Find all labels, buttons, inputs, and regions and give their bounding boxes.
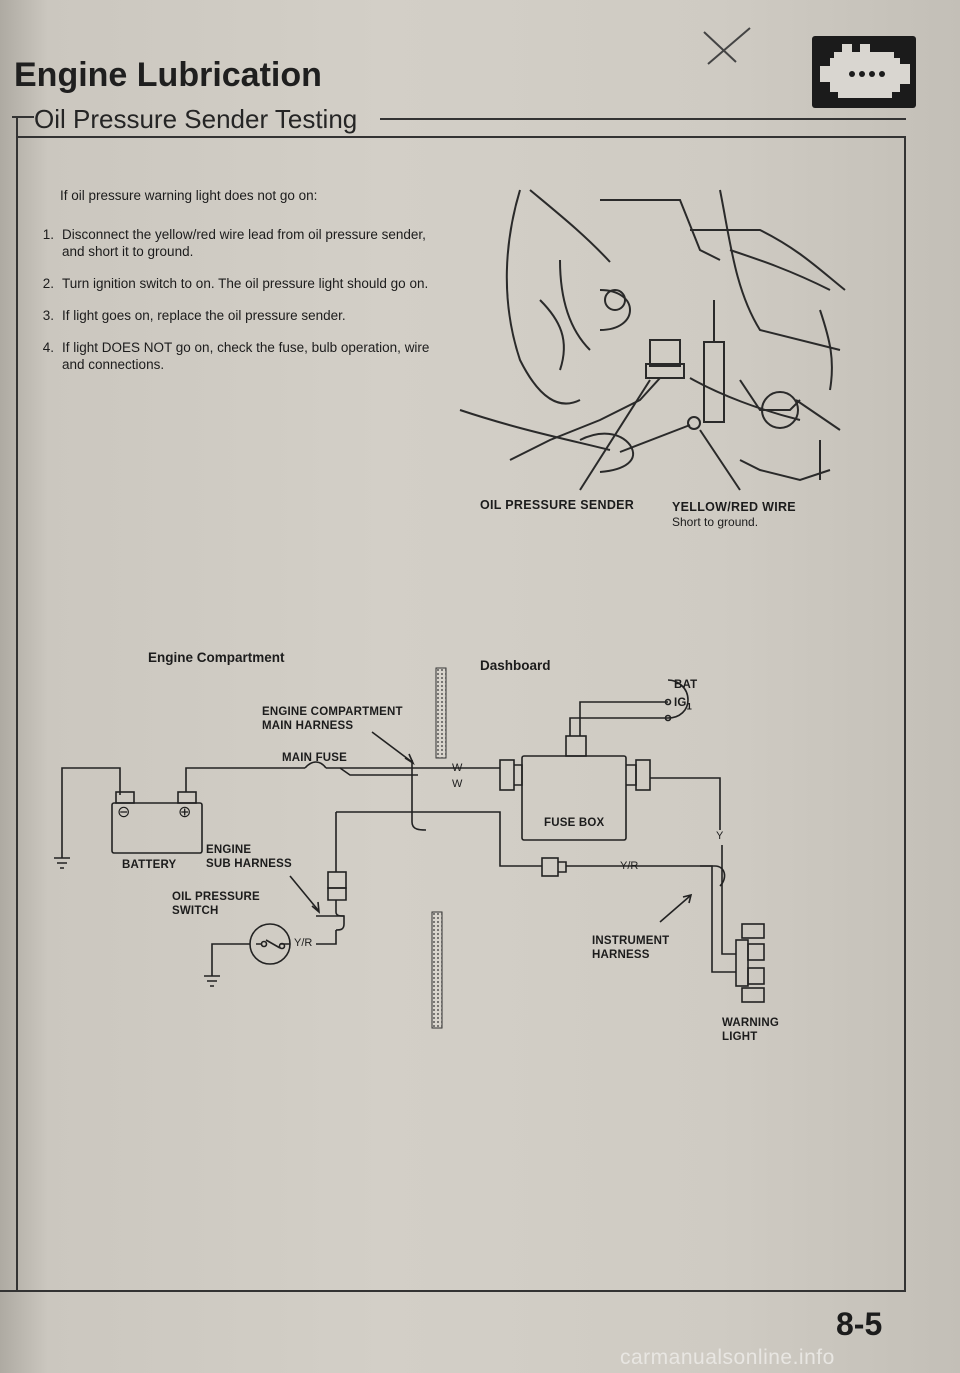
engine-compartment-heading: Engine Compartment xyxy=(148,650,285,665)
instrument-harness-label-2: HARNESS xyxy=(592,949,650,961)
page-number: 8-5 xyxy=(836,1306,883,1342)
step-number: 3. xyxy=(42,308,54,323)
main-fuse-label: MAIN FUSE xyxy=(282,752,348,764)
switch-label-1: OIL PRESSURE xyxy=(172,891,260,903)
intro-text: If oil pressure warning light does not g… xyxy=(60,188,318,203)
wire-note: Short to ground. xyxy=(672,515,759,529)
wire-code-y-dash: Y xyxy=(716,830,724,842)
section-subtitle: Oil Pressure Sender Testing xyxy=(34,104,358,134)
step-item: 2. Turn ignition switch to on. The oil pr… xyxy=(32,275,442,292)
sender-label: OIL PRESSURE SENDER xyxy=(480,498,635,512)
wire-code-w-top: W xyxy=(452,762,463,774)
step-number: 2. xyxy=(42,276,54,291)
step-item: 4. If light DOES NOT go on, check the fus… xyxy=(32,339,442,373)
step-number: 1. xyxy=(42,227,54,242)
step-number: 4. xyxy=(42,340,54,355)
fuse-box-label: FUSE BOX xyxy=(544,817,605,829)
warning-light-label-2: LIGHT xyxy=(722,1031,758,1043)
sub-harness-label-1: ENGINE xyxy=(206,844,252,856)
subtitle-rule xyxy=(380,118,906,120)
step-item: 1. Disconnect the yellow/red wire lead fr… xyxy=(32,226,442,260)
switch-label-2: SWITCH xyxy=(172,905,219,917)
battery-positive: ⊕ xyxy=(178,804,192,821)
wire-code-yr-engine: Y/R xyxy=(294,937,313,949)
ig1-terminal-label: IG1 xyxy=(674,696,692,714)
sub-harness-label-2: SUB HARNESS xyxy=(206,858,292,870)
firewall-lower xyxy=(431,911,443,1029)
battery-label: BATTERY xyxy=(122,859,177,871)
firewall-upper xyxy=(435,667,447,759)
battery-negative: ⊖ xyxy=(117,804,131,821)
frame-corner-tick xyxy=(12,116,34,118)
engine-block-icon xyxy=(812,36,916,108)
step-text: If light goes on, replace the oil pressu… xyxy=(62,308,346,323)
page-title: Engine Lubrication xyxy=(14,56,322,94)
bat-terminal-label: BAT xyxy=(674,679,698,691)
bottom-rule xyxy=(0,1290,904,1292)
frame-corner-vert xyxy=(16,116,18,138)
warning-light-label-1: WARNING xyxy=(722,1017,779,1029)
content-frame xyxy=(16,136,906,1292)
dashboard-heading: Dashboard xyxy=(480,658,551,673)
main-harness-label-1: ENGINE COMPARTMENT xyxy=(262,706,403,718)
wire-code-w-bottom: W xyxy=(452,778,463,790)
step-text: If light DOES NOT go on, check the fuse,… xyxy=(62,340,430,372)
instrument-harness-label-1: INSTRUMENT xyxy=(592,935,670,947)
site-watermark: carmanualsonline.info xyxy=(620,1346,835,1369)
step-list: 1. Disconnect the yellow/red wire lead fr… xyxy=(32,226,442,388)
step-item: 3. If light goes on, replace the oil pres… xyxy=(32,307,442,324)
step-text: Disconnect the yellow/red wire lead from… xyxy=(62,227,426,259)
ig-subscript: 1 xyxy=(686,701,693,713)
ig-text: IG xyxy=(674,697,687,709)
pencil-mark xyxy=(703,27,751,65)
main-harness-label-2: MAIN HARNESS xyxy=(262,720,354,732)
wire-code-yr-dash: Y/R xyxy=(620,860,639,872)
wire-label: YELLOW/RED WIRE xyxy=(672,500,796,514)
step-text: Turn ignition switch to on. The oil pres… xyxy=(62,276,429,291)
